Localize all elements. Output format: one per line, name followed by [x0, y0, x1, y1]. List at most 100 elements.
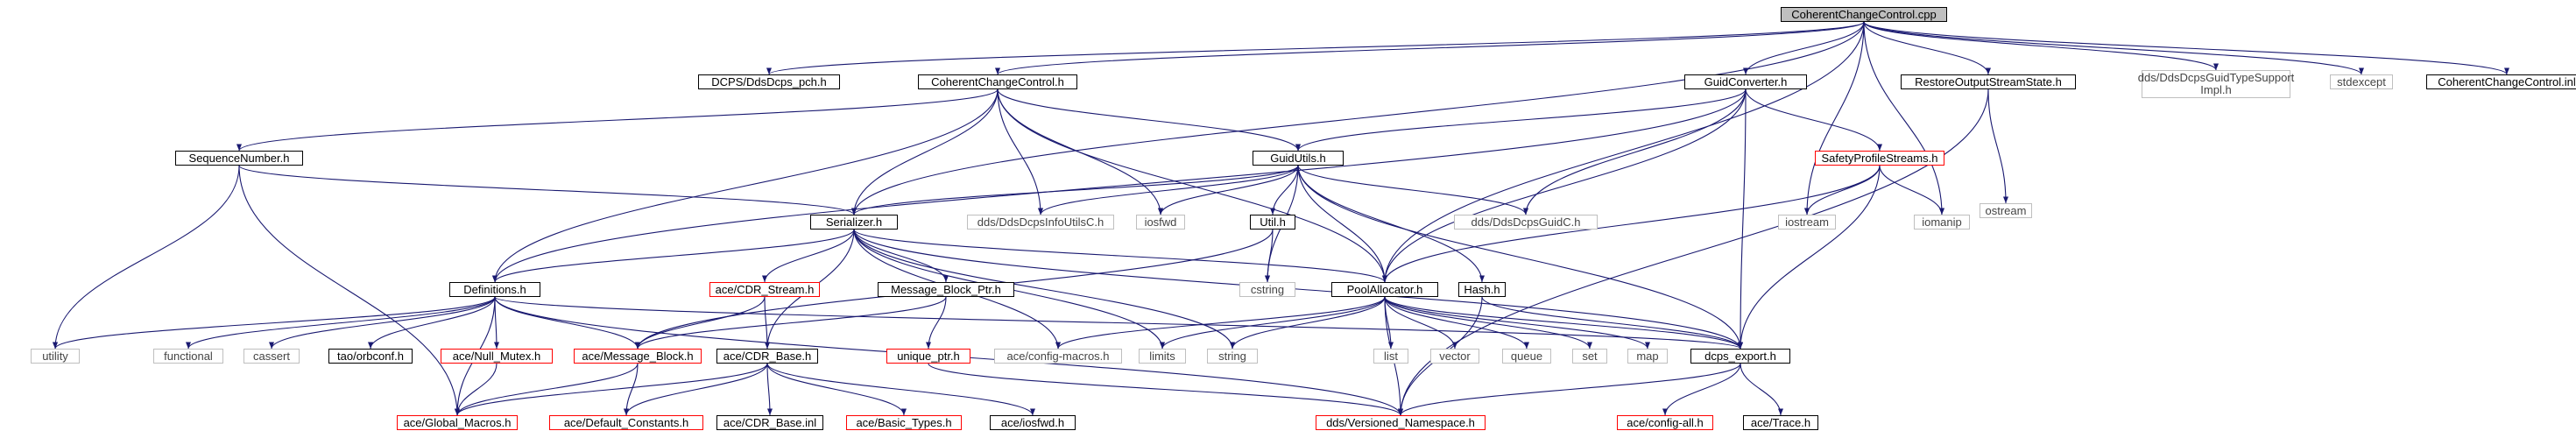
edge-cdr_base-to-basictypes — [766, 363, 907, 416]
node-functional: functional — [153, 349, 223, 364]
edge-root-to-iomanip — [1863, 21, 1945, 215]
edge-dcps_export-to-configall — [1662, 363, 1741, 416]
node-safetyprofilestreams-h[interactable]: SafetyProfileStreams.h — [1815, 151, 1944, 166]
node-ace-null-mutex-h[interactable]: ace/Null_Mutex.h — [441, 349, 553, 364]
node-ace-cdr-base-inl[interactable]: ace/CDR_Base.inl — [716, 415, 823, 430]
edge-definitions-to-functional — [186, 296, 496, 350]
edge-cdr_base-to-defconst — [623, 363, 768, 416]
edge-guidconv-to-poolalloc — [1381, 88, 1747, 283]
edge-cc_h-to-infoutils — [997, 88, 1044, 215]
node-sequencenumber-h[interactable]: SequenceNumber.h — [175, 151, 303, 166]
node-guidutils-h[interactable]: GuidUtils.h — [1253, 151, 1344, 166]
node-ddsdcpsinfoutilsc-h: dds/DdsDcpsInfoUtilsC.h — [967, 215, 1114, 230]
node-ace-config-macros-h: ace/config-macros.h — [994, 349, 1122, 364]
node-coherentchangecontrol-h[interactable]: CoherentChangeControl.h — [918, 74, 1077, 89]
edge-guidutils-to-poolalloc — [1297, 165, 1388, 283]
edge-poolalloc-to-queue — [1384, 296, 1530, 350]
node-tao-orbconf-h[interactable]: tao/orbconf.h — [328, 349, 413, 364]
edge-guidconv-to-definitions — [492, 88, 1747, 283]
node-ddsdcpsguidc-h: dds/DdsDcpsGuidC.h — [1454, 215, 1598, 230]
edge-definitions-to-msgblock — [494, 296, 641, 350]
node-map: map — [1627, 349, 1668, 364]
edge-seqnum-to-utility — [52, 165, 240, 350]
node-string: string — [1207, 349, 1258, 364]
edge-mbptr-to-msgblock — [635, 296, 947, 350]
edge-poolalloc-to-string — [1229, 296, 1386, 350]
edge-guidutils-to-iosfwd — [1157, 165, 1299, 215]
node-iomanip: iomanip — [1914, 215, 1970, 230]
node-ace-config-all-h[interactable]: ace/config-all.h — [1617, 415, 1713, 430]
edge-cc_h-to-poolalloc — [997, 88, 1388, 283]
node-ace-message-block-h[interactable]: ace/Message_Block.h — [574, 349, 702, 364]
node-ace-default-constants-h[interactable]: ace/Default_Constants.h — [549, 415, 703, 430]
edge-guidconv-to-dcps_export — [1737, 88, 1747, 350]
edge-root-to-guidtypesupport — [1863, 21, 2219, 71]
node-dds-versioned-namespace-h[interactable]: dds/Versioned_Namespace.h — [1316, 415, 1486, 430]
edge-poolalloc-to-set — [1384, 296, 1593, 350]
edge-cc_h-to-seqnum — [236, 88, 999, 152]
edge-guidutils-to-dcps_export — [1297, 165, 1744, 350]
edge-serializer-to-definitions — [492, 229, 855, 283]
node-hash-h[interactable]: Hash.h — [1458, 282, 1506, 297]
node-message-block-ptr-h[interactable]: Message_Block_Ptr.h — [878, 282, 1014, 297]
node-ddsdcpsguidtypesupportimpl-h: dds/DdsDcpsGuidTypeSupport Impl.h — [2137, 70, 2295, 98]
edge-root-to-guidconv — [1742, 21, 1865, 75]
node-ace-iosfwd-h[interactable]: ace/iosfwd.h — [990, 415, 1076, 430]
node-serializer-h[interactable]: Serializer.h — [810, 215, 898, 230]
edge-guidutils-to-hash — [1297, 165, 1486, 283]
node-ace-trace-h[interactable]: ace/Trace.h — [1743, 415, 1818, 430]
node-unique-ptr-h[interactable]: unique_ptr.h — [886, 349, 970, 364]
edge-serializer-to-cdr_stream — [761, 229, 855, 283]
node-ace-global-macros-h[interactable]: ace/Global_Macros.h — [397, 415, 518, 430]
edge-mbptr-to-uniqueptr — [925, 296, 947, 350]
node-util-h[interactable]: Util.h — [1250, 215, 1295, 230]
edge-root-to-restore — [1863, 21, 1992, 75]
node-dcps-export-h[interactable]: dcps_export.h — [1690, 349, 1790, 364]
edge-safety-to-iomanip — [1879, 165, 1945, 215]
node-ace-basic-types-h[interactable]: ace/Basic_Types.h — [846, 415, 962, 430]
edge-guidutils-to-infoutils — [1038, 165, 1299, 215]
edge-root-to-stdexcept — [1863, 21, 2364, 75]
edge-msgblock-to-globalmacros — [454, 363, 639, 416]
node-utility: utility — [31, 349, 80, 364]
edge-serializer-to-poolalloc — [853, 229, 1387, 283]
node-ace-cdr-base-h[interactable]: ace/CDR_Base.h — [716, 349, 818, 364]
node-definitions-h[interactable]: Definitions.h — [449, 282, 540, 297]
edge-restore-to-ostream — [1987, 88, 2009, 204]
edge-dcps_export-to-trace — [1740, 363, 1784, 416]
edge-cc_h-to-definitions — [491, 88, 999, 283]
edge-cdr_stream-to-msgblock — [634, 296, 766, 350]
node-cdr-stream-h[interactable]: ace/CDR_Stream.h — [709, 282, 820, 297]
node-guidconverter-h[interactable]: GuidConverter.h — [1684, 74, 1807, 89]
node-cstring: cstring — [1239, 282, 1295, 297]
node-list: list — [1373, 349, 1408, 364]
edge-definitions-to-orbconf — [367, 296, 496, 350]
node-ddsdcps-pch-h[interactable]: DCPS/DdsDcps_pch.h — [698, 74, 840, 89]
edge-guidconv-to-guidutils — [1295, 88, 1747, 152]
node-cassert: cassert — [243, 349, 300, 364]
node-restoreoutputstreamstate-h[interactable]: RestoreOutputStreamState.h — [1901, 74, 2076, 89]
node-queue: queue — [1502, 349, 1551, 364]
edge-root-to-cc_inl — [1863, 21, 2509, 75]
edge-cc_h-to-serializer — [850, 88, 999, 215]
edge-cdr_base-to-globalmacros — [455, 363, 768, 416]
node-vector: vector — [1430, 349, 1479, 364]
node-ostream: ostream — [1980, 203, 2032, 218]
edge-seqnum-to-globalmacros — [238, 165, 461, 416]
edge-root-to-iostream — [1803, 21, 1865, 215]
edge-definitions-to-dcps_export — [494, 296, 1743, 350]
node-poolallocator-h[interactable]: PoolAllocator.h — [1331, 282, 1438, 297]
edge-poolalloc-to-vector — [1384, 296, 1458, 350]
edge-serializer-to-string — [853, 229, 1236, 350]
edge-guidutils-to-guidc — [1297, 165, 1529, 215]
node-iostream: iostream — [1778, 215, 1836, 230]
node-stdexcept: stdexcept — [2330, 74, 2393, 89]
node-coherentchangecontrol-inl[interactable]: CoherentChangeControl.inl — [2426, 74, 2576, 89]
edge-poolalloc-to-limits — [1159, 296, 1386, 350]
edge-serializer-to-dcps_export — [853, 229, 1743, 350]
edge-safety-to-poolalloc — [1381, 165, 1881, 283]
edge-guidutils-to-serializer — [851, 165, 1299, 215]
edge-poolalloc-to-configmacros — [1055, 296, 1386, 350]
